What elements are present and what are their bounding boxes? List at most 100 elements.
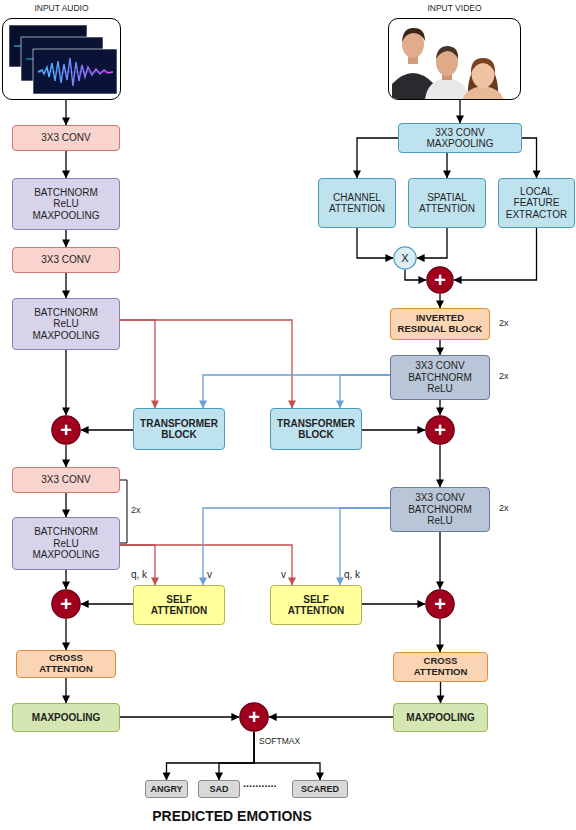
connector-arrow bbox=[120, 320, 292, 408]
box-label: SPATIAL ATTENTION bbox=[414, 192, 480, 215]
box-label: SELF ATTENTION bbox=[275, 594, 357, 617]
connector-arrow bbox=[459, 100, 460, 123]
connector-arrow bbox=[65, 350, 66, 415]
attention-box: SELF ATTENTION bbox=[133, 585, 225, 625]
emotion-box: ANGRY bbox=[145, 780, 188, 798]
connector-arrow bbox=[65, 445, 66, 467]
face-hair bbox=[402, 28, 425, 42]
connector-arrow bbox=[81, 429, 133, 430]
multiply-circle: X bbox=[393, 246, 417, 270]
circle-shape bbox=[427, 267, 453, 293]
activation-label: SOFTMAX bbox=[259, 736, 300, 746]
box-label: CHANNEL ATTENTION bbox=[324, 192, 390, 215]
circle-shape bbox=[394, 247, 416, 269]
box-label: + bbox=[248, 707, 260, 727]
connector-arrow bbox=[362, 603, 425, 604]
emotion-box: SAD bbox=[198, 780, 240, 798]
connector-arrow bbox=[269, 716, 393, 717]
residual-box: INVERTED RESIDUAL BLOCK bbox=[390, 308, 490, 340]
add-circle: + bbox=[425, 415, 455, 445]
connector-arrow bbox=[65, 100, 66, 125]
box-label: 3X3 CONV bbox=[41, 474, 90, 486]
connector-arrow bbox=[417, 228, 447, 258]
connector-arrow bbox=[120, 545, 292, 585]
circle-shape bbox=[426, 416, 454, 444]
box-label: + bbox=[60, 420, 72, 440]
connector-arrow bbox=[65, 230, 66, 247]
box-label: SAD bbox=[209, 784, 228, 794]
connector-arrow bbox=[167, 732, 255, 780]
add-circle: + bbox=[426, 266, 454, 294]
connector-arrow bbox=[81, 603, 133, 604]
connector-arrow bbox=[65, 273, 66, 298]
connector-arrow bbox=[357, 228, 393, 258]
face-shoulders bbox=[425, 78, 469, 99]
audio-frame bbox=[33, 49, 117, 94]
connector-arrow bbox=[65, 570, 66, 589]
connector-arrow bbox=[439, 294, 440, 308]
audio-waveform bbox=[38, 58, 113, 86]
repeat-count: 2x bbox=[499, 503, 509, 513]
connector-arrow bbox=[203, 508, 390, 585]
connector-arrow bbox=[439, 532, 440, 589]
connector-arrow bbox=[340, 375, 390, 408]
pooling-box: MAXPOOLING bbox=[12, 703, 120, 732]
box-label: BATCHNORM ReLU MAXPOOLING bbox=[27, 307, 105, 342]
ellipsis-dots: ........... bbox=[243, 777, 277, 789]
panel-heading: INPUT VIDEO bbox=[369, 4, 540, 14]
norm-box: BATCHNORM ReLU MAXPOOLING bbox=[12, 178, 120, 230]
transformer-box: TRANSFORMER BLOCK bbox=[270, 408, 362, 450]
box-label: CROSS ATTENTION bbox=[31, 653, 101, 675]
add-circle: + bbox=[51, 415, 81, 445]
repeat-count: 2x bbox=[499, 318, 509, 328]
connector-arrow bbox=[446, 153, 447, 178]
box-label: + bbox=[434, 420, 446, 440]
pooling-box: MAXPOOLING bbox=[393, 703, 488, 732]
connector-arrow bbox=[120, 545, 155, 585]
connector-arrow bbox=[219, 732, 254, 780]
conv-box: 3X3 CONV bbox=[12, 467, 120, 493]
connector-arrow bbox=[65, 493, 66, 517]
circle-shape bbox=[52, 416, 80, 444]
connector-arrow bbox=[65, 678, 66, 703]
norm-box: BATCHNORM ReLU MAXPOOLING bbox=[12, 517, 120, 570]
conv-box: 3X3 CONV BATCHNORM ReLU bbox=[390, 355, 490, 400]
add-circle: + bbox=[51, 589, 81, 619]
box-label: TRANSFORMER BLOCK bbox=[138, 418, 220, 441]
box-label: + bbox=[434, 270, 446, 290]
face-hair bbox=[436, 46, 458, 59]
connector-arrow bbox=[120, 320, 155, 408]
connector-arrow bbox=[357, 138, 398, 178]
conv-box: 3X3 CONV bbox=[12, 247, 120, 273]
connector-arrow bbox=[120, 716, 239, 717]
audio-baseline bbox=[38, 72, 113, 73]
connector-arrow bbox=[340, 508, 390, 585]
connector-arrow bbox=[65, 619, 66, 650]
connector-arrow bbox=[362, 429, 425, 430]
box-label: 3X3 CONV MAXPOOLING bbox=[415, 127, 505, 150]
box-label: SCARED bbox=[301, 784, 339, 794]
box-label: MAXPOOLING bbox=[406, 712, 474, 724]
transformer-box: TRANSFORMER BLOCK bbox=[133, 408, 225, 450]
input-panel: INPUT VIDEO bbox=[388, 18, 521, 100]
connector-arrow bbox=[203, 375, 390, 408]
connector-arrow bbox=[439, 619, 440, 652]
edge-label: v bbox=[207, 569, 212, 580]
repeat-count: 2x bbox=[131, 505, 141, 515]
circle-shape bbox=[52, 590, 80, 618]
edge-group bbox=[66, 100, 537, 780]
connector-arrow bbox=[439, 445, 440, 487]
circle-shape bbox=[240, 703, 268, 731]
box-label: X bbox=[401, 253, 408, 264]
box-label: CROSS ATTENTION bbox=[406, 656, 475, 678]
cross-attention-box: CROSS ATTENTION bbox=[393, 652, 488, 682]
box-label: 3X3 CONV bbox=[41, 254, 90, 266]
audio-spectrogram-illustration bbox=[9, 25, 117, 94]
cross-attention-box: CROSS ATTENTION bbox=[16, 650, 116, 678]
add-circle: + bbox=[425, 589, 455, 619]
box-label: 3X3 CONV BATCHNORM ReLU bbox=[403, 492, 477, 527]
conv-box: 3X3 CONV MAXPOOLING bbox=[398, 123, 522, 153]
